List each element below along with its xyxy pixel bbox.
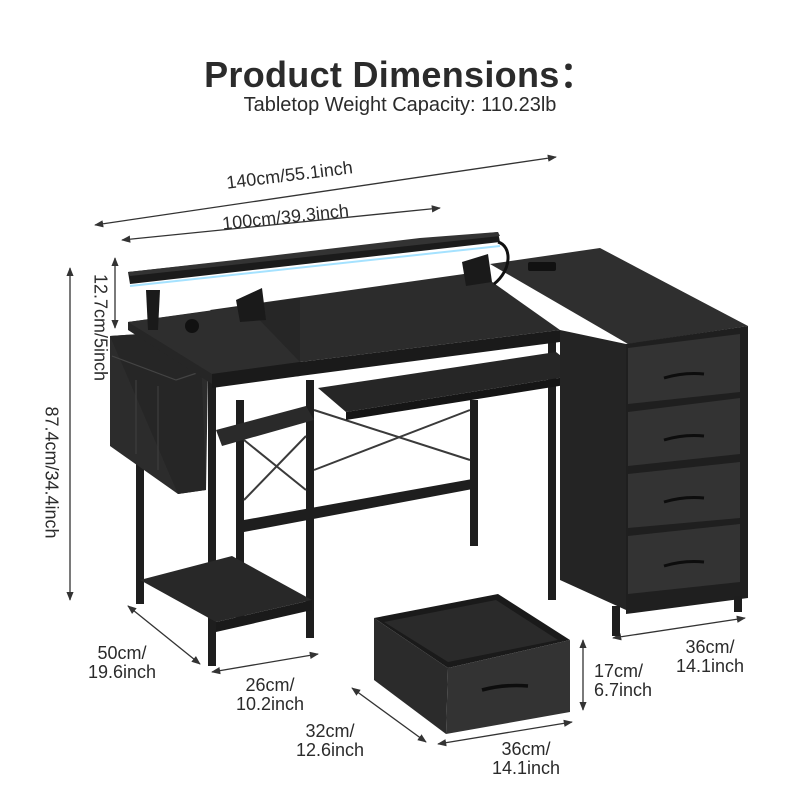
drawer-depth-label: 32cm/12.6inch [296, 721, 365, 760]
loose-fabric-drawer [374, 594, 570, 734]
left-shelf-unit [110, 330, 314, 666]
cabinet-drawer-3 [628, 462, 740, 528]
drawer-height-label: 17cm/6.7inch [594, 661, 653, 700]
depth-label: 50cm/19.6inch [88, 643, 157, 682]
weight-capacity-subtitle: Tabletop Weight Capacity: 110.23lb [243, 94, 557, 116]
drawer-width-arrow [437, 719, 573, 747]
shelf-width-label: 26cm/10.2inch [236, 675, 305, 714]
drawer-width-label: 36cm/14.1inch [492, 739, 561, 778]
drawer-cabinet [560, 326, 748, 636]
product-dimensions-title: Product Dimensions： [204, 54, 596, 95]
cabinet-width-arrow [612, 615, 746, 641]
depth-arrow [127, 605, 201, 665]
desk-frame [128, 248, 748, 600]
riser-height-label: 12.7cm/5inch [90, 273, 111, 382]
cabinet-drawer-2 [628, 398, 740, 466]
cabinet-drawer-4 [628, 524, 740, 594]
cabinet-drawer-1 [628, 334, 740, 404]
dimension-lines [66, 154, 746, 747]
shelf-width-arrow [211, 651, 319, 675]
drawer-depth-arrow [351, 687, 427, 743]
cabinet-width-label: 36cm/14.1inch [676, 637, 745, 676]
desk-width-arrow [121, 205, 441, 243]
total-height-label: 87.4cm/34.4inch [41, 406, 62, 539]
monitor-riser [128, 232, 510, 330]
